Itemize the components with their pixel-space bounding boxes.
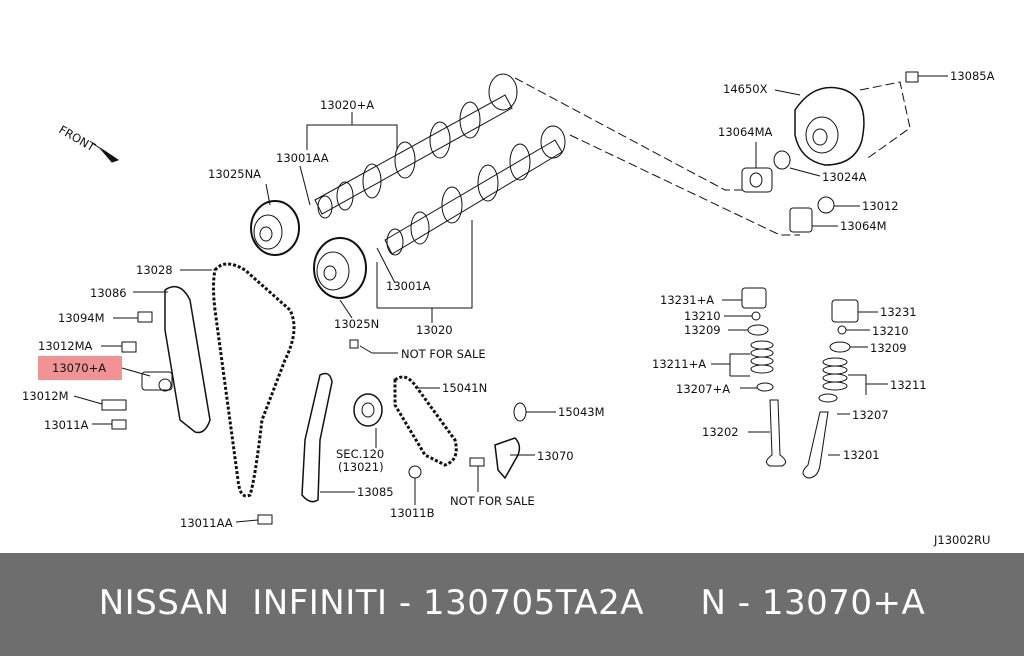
label-13086: 13086: [90, 286, 127, 300]
sprocket-sec120: [353, 393, 383, 427]
label-13064MA: 13064MA: [718, 125, 773, 139]
label-13209-left: 13209: [684, 323, 721, 337]
leader-13020: [377, 220, 473, 309]
label-13207A: 13207+A: [676, 382, 730, 396]
label-not-for-sale-2: NOT FOR SALE: [450, 494, 535, 508]
spring-13211A: [750, 340, 774, 374]
label-13207: 13207: [852, 408, 889, 422]
parts-diagram: 13020+A 13001AA 13025NA 13028 13086 1309…: [22, 69, 995, 547]
label-not-for-sale-1: NOT FOR SALE: [401, 347, 486, 361]
label-13085: 13085: [357, 485, 394, 499]
footer-bar: NISSAN INFINITI - 130705TA2A N - 13070+A: [0, 553, 1024, 656]
label-13210-left: 13210: [684, 309, 721, 323]
leader-lines: [73, 75, 948, 523]
retainer-13209-left: [747, 324, 769, 336]
dashed-pump-box: [859, 81, 911, 161]
chain-guide-13086: [164, 285, 211, 434]
label-13028: 13028: [136, 263, 173, 277]
camshaft-lower: [384, 125, 566, 256]
label-13024A: 13024A: [822, 170, 867, 184]
label-13201: 13201: [843, 448, 880, 462]
retainer-13209-right: [829, 341, 851, 353]
label-13211: 13211: [890, 378, 927, 392]
tensioner-13070A: [141, 371, 173, 392]
seal-13012: [817, 196, 835, 214]
label-13070: 13070: [537, 449, 574, 463]
label-13012: 13012: [862, 199, 899, 213]
label-13020A: 13020+A: [320, 98, 374, 112]
chain-15041N: [393, 375, 458, 467]
label-13025NA: 13025NA: [208, 167, 261, 181]
sprocket-13025NA: [250, 200, 300, 256]
seat-13207A: [756, 382, 774, 392]
label-13011A: 13011A: [44, 418, 89, 432]
sprocket-13025N: [313, 237, 367, 299]
dashed-link-top: [514, 77, 745, 191]
label-front: FRONT: [57, 122, 99, 154]
lifter-13231: [831, 299, 859, 323]
leader-13020A: [306, 124, 398, 150]
bolt-13085A: [905, 71, 919, 83]
bolt-13012MA: [121, 341, 137, 353]
label-13231A: 13231+A: [660, 293, 714, 307]
bolt-13012M: [101, 399, 127, 411]
camshaft-upper: [314, 73, 518, 219]
tensioner-13070: [494, 437, 521, 480]
label-13070A: 13070+A: [52, 361, 106, 375]
label-14650X: 14650X: [723, 82, 768, 96]
bolt-13094M: [137, 311, 153, 323]
diagram-code: J13002RU: [933, 533, 990, 547]
coupling-13064MA: [741, 167, 773, 193]
pin-not-for-sale-1: [349, 339, 359, 349]
dashed-link-bottom: [569, 134, 800, 236]
label-13020: 13020: [416, 323, 453, 337]
lifter-13231A: [741, 287, 767, 309]
label-13211A: 13211+A: [652, 357, 706, 371]
highlight-13070A: [38, 356, 122, 380]
sprocket-15043M: [513, 402, 527, 422]
shim-13210-left: [751, 311, 761, 321]
label-13011AA: 13011AA: [180, 516, 233, 530]
label-13012M: 13012M: [22, 389, 69, 403]
label-13085A: 13085A: [950, 69, 995, 83]
label-13011B: 13011B: [390, 506, 435, 520]
nut-13011B: [408, 465, 422, 479]
pin-not-for-sale-2: [469, 457, 485, 467]
valve-13202: [766, 399, 786, 467]
coupling-13064M: [789, 207, 813, 233]
label-13210-right: 13210: [872, 324, 909, 338]
valve-13201: [802, 411, 829, 479]
label-13012MA: 13012MA: [38, 339, 93, 353]
bolt-13011AA: [257, 514, 273, 525]
label-13001AA: 13001AA: [276, 151, 329, 165]
seat-13207: [818, 393, 838, 403]
timing-chain-13028: [212, 262, 296, 498]
front-arrow-icon: [91, 142, 120, 163]
label-sec120-sub: (13021): [338, 460, 384, 474]
vacuum-pump-14650X: [794, 86, 865, 166]
bolt-13011A: [111, 419, 127, 430]
label-13001A: 13001A: [386, 279, 431, 293]
spring-13211: [822, 357, 848, 391]
label-13209-right: 13209: [870, 341, 907, 355]
label-13064M: 13064M: [840, 219, 887, 233]
tensioner-guide-13085: [301, 372, 333, 503]
shim-13210-right: [837, 325, 847, 335]
label-sec120: SEC.120: [336, 447, 384, 461]
oring-13024A: [773, 150, 791, 170]
label-13202: 13202: [702, 425, 739, 439]
label-15043M: 15043M: [558, 405, 605, 419]
label-13025N: 13025N: [334, 317, 379, 331]
part-number-caption: NISSAN INFINITI - 130705TA2A N - 13070+A: [98, 583, 926, 623]
label-13231: 13231: [880, 305, 917, 319]
label-15041N: 15041N: [442, 381, 487, 395]
label-13094M: 13094M: [58, 311, 105, 325]
